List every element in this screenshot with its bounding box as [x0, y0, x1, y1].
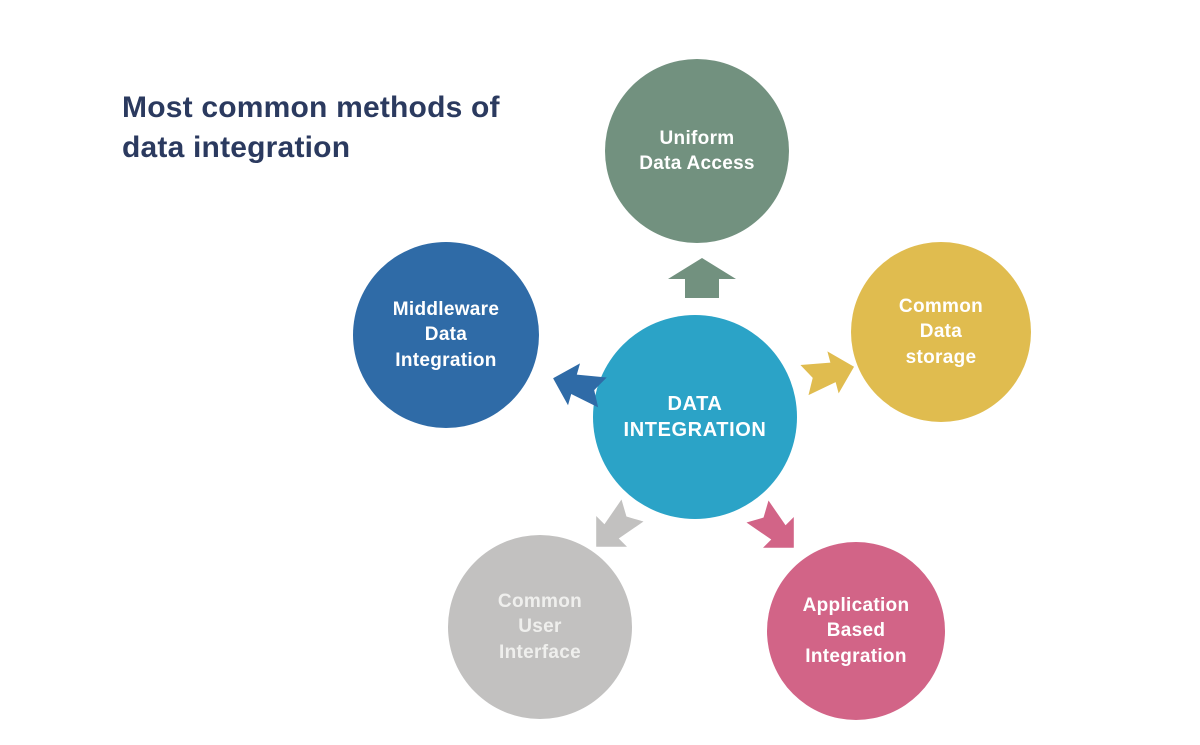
up-block-arrow-icon [667, 258, 737, 298]
page-title: Most common methods of data integration [122, 91, 500, 164]
circle-common-user-interface: Common User Interface [448, 535, 632, 719]
right-block-arrow-icon [793, 343, 860, 406]
left-block-arrow-icon [546, 354, 614, 417]
down-left-block-arrow-icon [579, 490, 654, 565]
hub-circle-data-integration: DATA INTEGRATION [593, 315, 797, 519]
circle-middleware-data-integration: Middleware Data Integration [353, 242, 539, 428]
down-right-block-arrow-icon [737, 491, 812, 566]
circle-common-data-storage: Common Data storage [851, 242, 1031, 422]
circle-uniform-data-access: Uniform Data Access [605, 59, 789, 243]
circle-application-based-integration: Application Based Integration [767, 542, 945, 720]
